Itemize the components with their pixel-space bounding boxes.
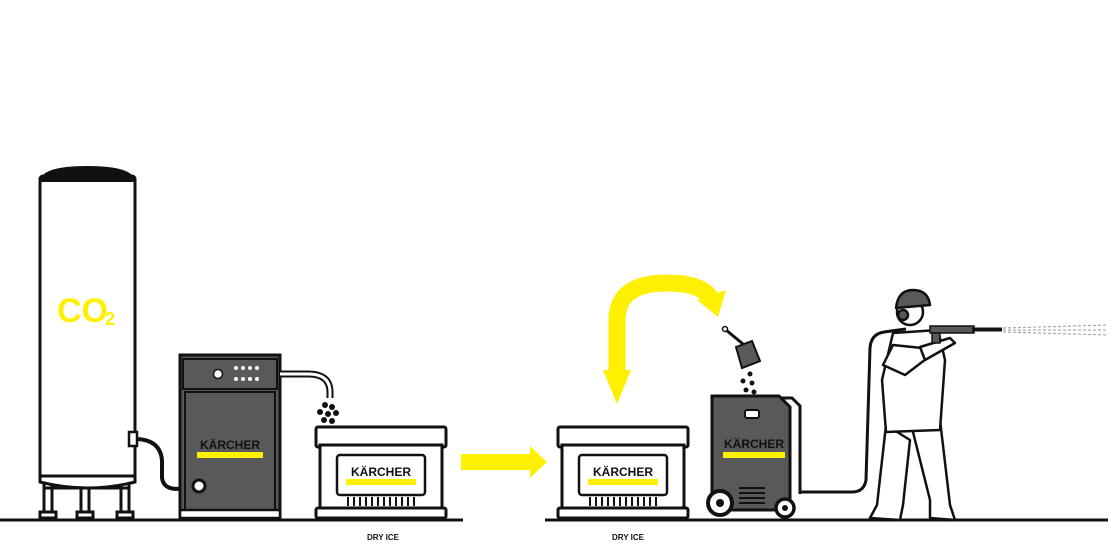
caption-dry-ice-left: DRY ICE xyxy=(367,533,400,542)
dry-ice-spray xyxy=(1002,324,1109,336)
pelletizer-brand: KÄRCHER xyxy=(200,437,260,452)
dry-ice-container-left: KÄRCHER xyxy=(314,425,448,520)
falling-pellets-left xyxy=(317,402,339,424)
box-left-brand: KÄRCHER xyxy=(351,464,411,479)
scoop-icon xyxy=(721,325,762,370)
blasting-gun xyxy=(929,325,1002,344)
refill-curved-arrow-icon xyxy=(608,274,720,376)
blaster-brand: KÄRCHER xyxy=(724,436,784,451)
caption-dry-ice-right: DRY ICE xyxy=(612,533,645,542)
dry-ice-blaster: KÄRCHER xyxy=(706,394,802,519)
dry-ice-pelletizer: KÄRCHER xyxy=(178,353,282,520)
co2-tank: CO 2 xyxy=(38,166,139,520)
box-right-brand: KÄRCHER xyxy=(593,464,653,479)
panel-buttons xyxy=(234,366,259,381)
co2-label: CO xyxy=(57,292,108,330)
dry-ice-container-right: KÄRCHER xyxy=(556,425,690,520)
worker-figure xyxy=(868,288,957,522)
co2-feed-hose xyxy=(136,437,197,491)
panel-knob-icon xyxy=(212,368,224,380)
co2-subscript: 2 xyxy=(105,309,115,329)
transfer-arrow-icon xyxy=(461,446,547,478)
falling-pellets-right xyxy=(740,371,757,395)
ear-protector-icon xyxy=(896,308,910,322)
blast-hose xyxy=(800,327,907,494)
inlet-port-icon xyxy=(191,478,207,494)
